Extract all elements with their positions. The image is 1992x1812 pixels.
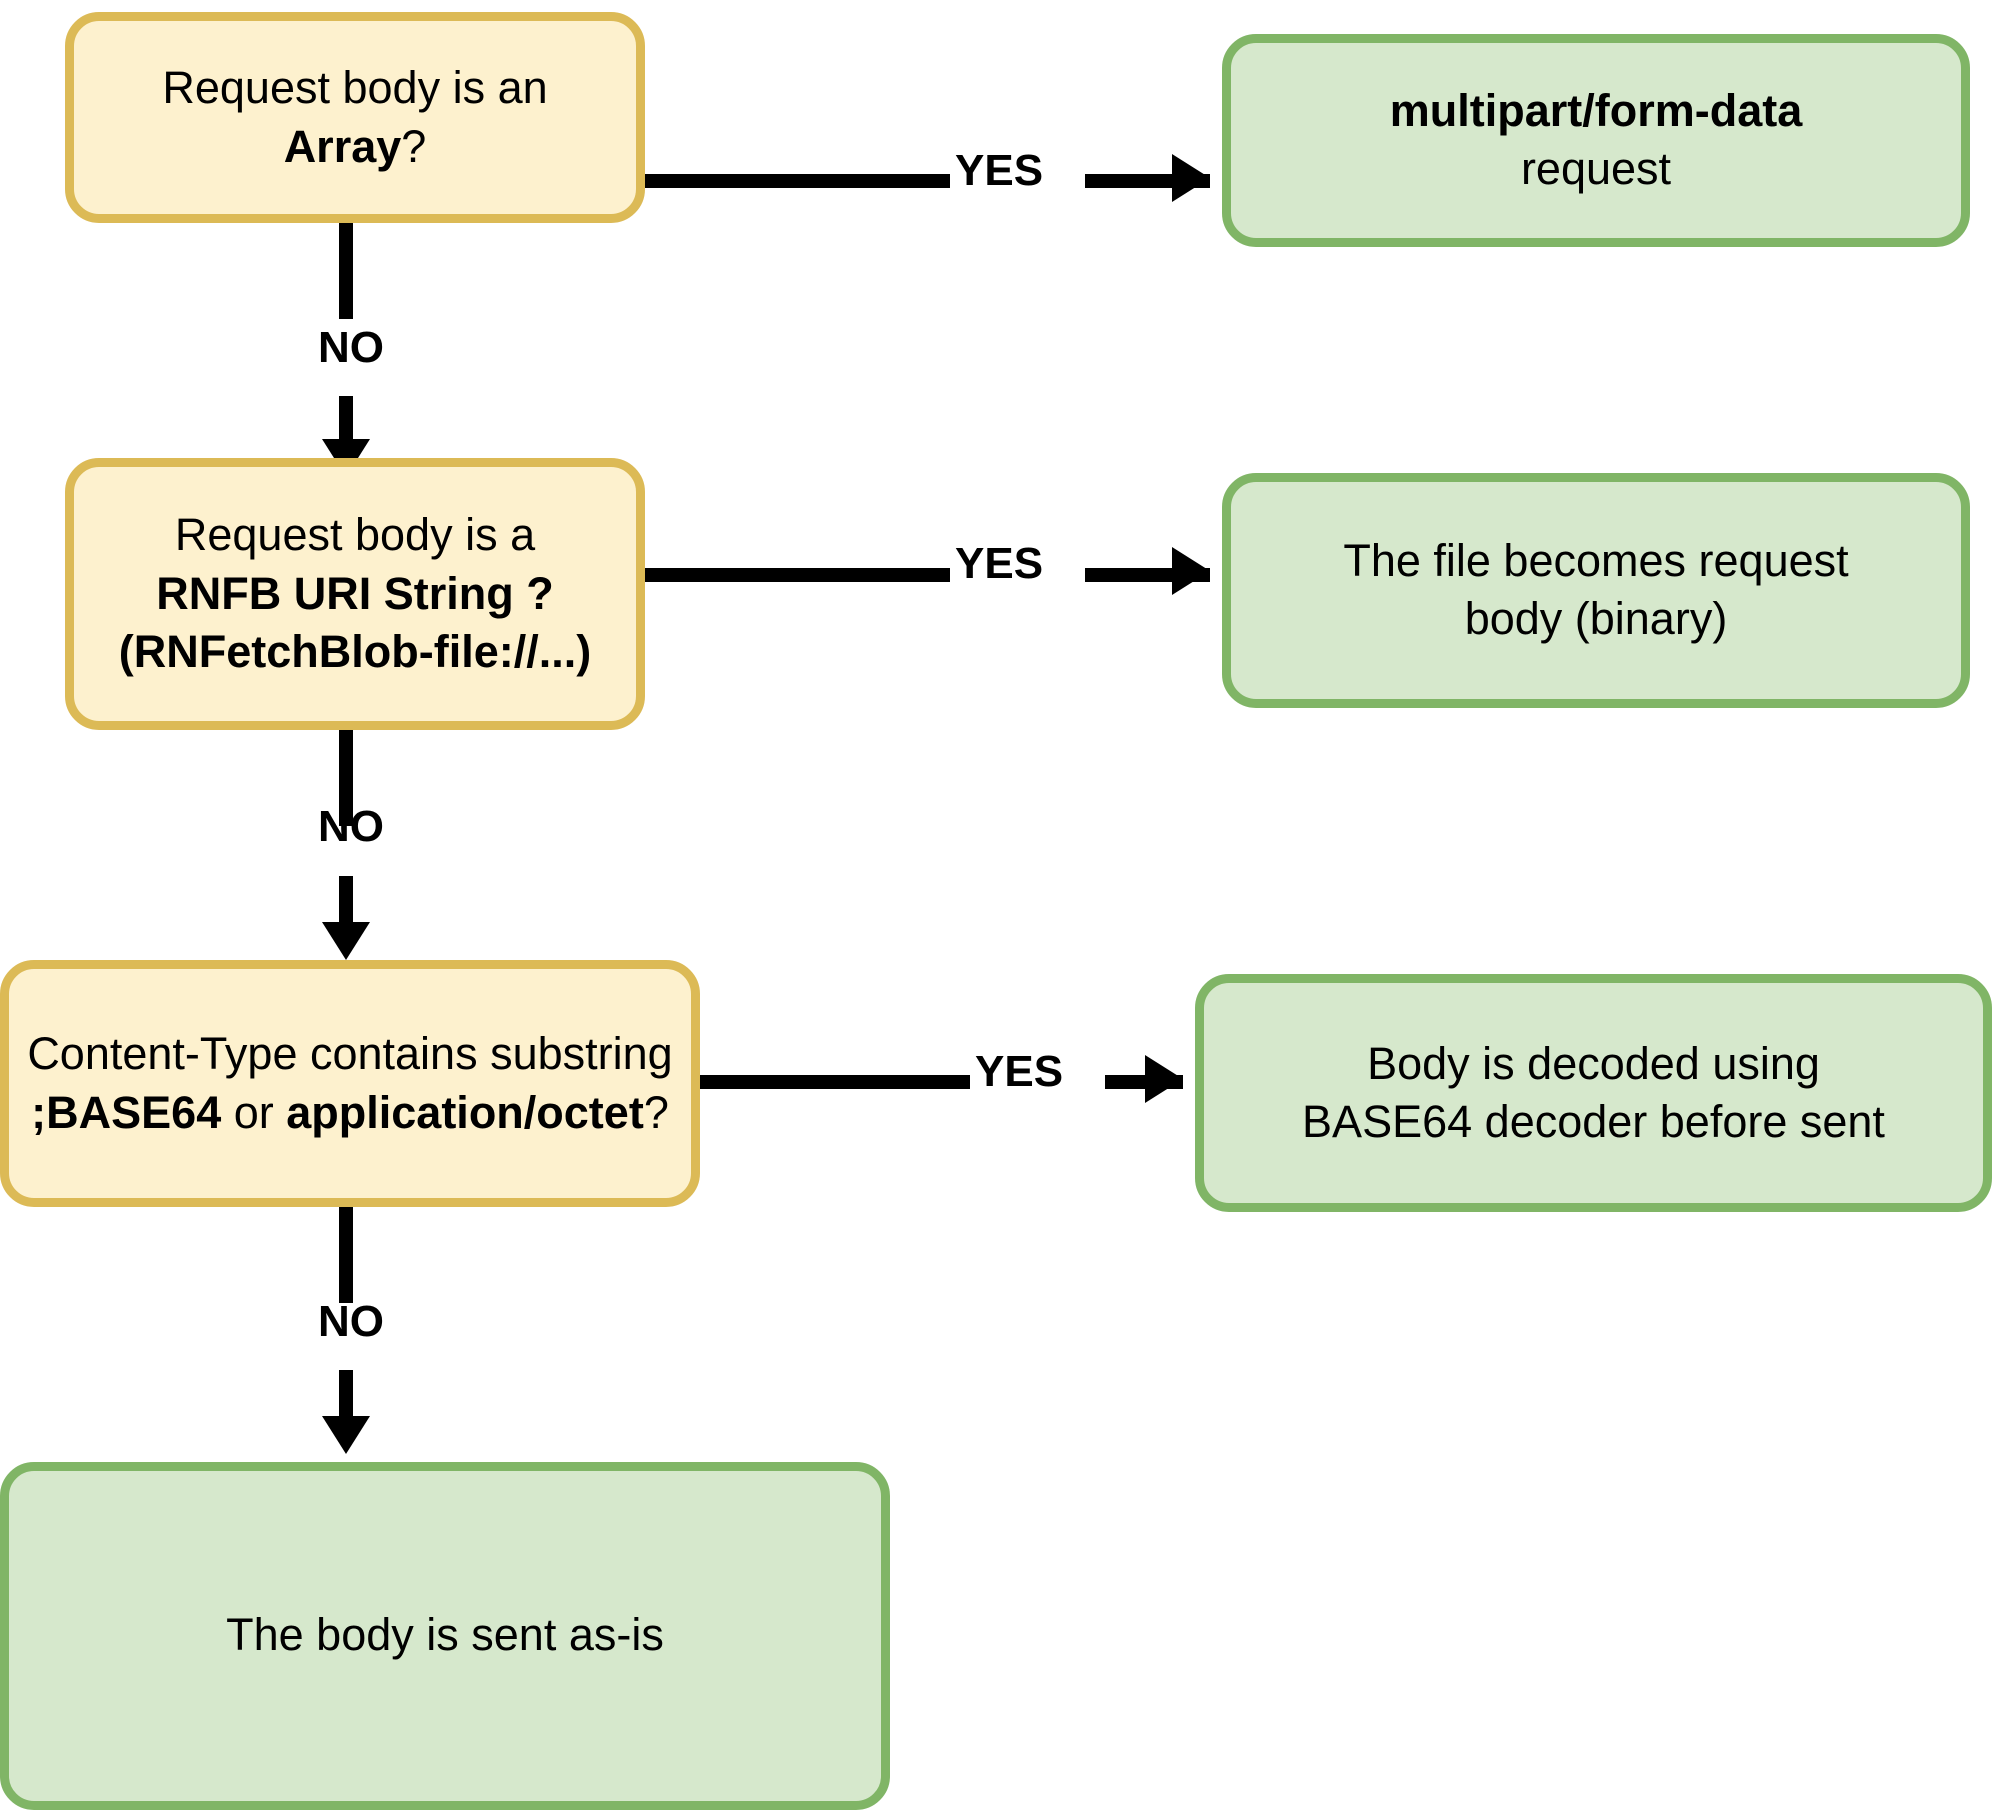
node-label: Request body is a RNFB URI String ? (RNFet…	[92, 506, 618, 682]
node-multipart-form-data[interactable]: multipart/form-data request	[1222, 33, 1970, 248]
node-text-plain: request	[1520, 143, 1672, 195]
node-text-plain: Request body is an	[162, 62, 548, 114]
edge-no-3-arrowhead	[322, 1416, 370, 1454]
node-text-bold: multipart/form-data	[1389, 84, 1803, 136]
edge-no-1-segment-b	[339, 396, 353, 447]
edge-label-yes-3: YES	[975, 1047, 1064, 1096]
edge-no-3-segment-b	[339, 1370, 353, 1425]
edge-yes-1-arrowhead	[1172, 153, 1210, 202]
node-text-bold: Array	[283, 120, 402, 172]
edge-label-no-3: NO	[318, 1296, 384, 1346]
edge-label-yes-1: YES	[955, 145, 1044, 195]
node-text-or: or	[221, 1086, 287, 1138]
edge-label-no-2: NO	[318, 802, 384, 852]
edge-no-2-segment-b	[339, 876, 353, 930]
node-text-bold-1: RNFB URI String ?	[156, 567, 554, 619]
node-label: multipart/form-data request	[1249, 82, 1943, 199]
node-text-bold-base64: ;BASE64	[31, 1086, 222, 1138]
node-label: The body is sent as-is	[226, 1609, 664, 1661]
node-text-tail: ?	[401, 120, 427, 172]
node-text-line2: body (binary)	[1464, 593, 1728, 645]
edge-label-yes-2: YES	[955, 539, 1044, 589]
edge-no-2-segment-a	[339, 729, 353, 826]
edge-no-1-segment-a	[339, 223, 353, 320]
edge-no-3-segment-a	[339, 1207, 353, 1304]
edge-no-2-arrowhead	[322, 921, 370, 960]
edge-yes-2-arrowhead	[1172, 547, 1210, 596]
edge-yes-1-segment-a	[645, 174, 950, 188]
node-text-plain: Request body is a	[174, 509, 536, 561]
edge-yes-3-segment-a	[700, 1075, 970, 1090]
node-text-line1: Body is decoded using	[1367, 1037, 1820, 1089]
node-label: The file becomes request body (binary)	[1249, 532, 1943, 649]
edge-yes-2-segment-a	[645, 567, 950, 582]
node-body-sent-as-is[interactable]: The body is sent as-is	[0, 1461, 890, 1810]
node-text-bold-octet: application/octet	[286, 1086, 644, 1138]
node-text-line1: The file becomes request	[1343, 534, 1849, 586]
node-request-body-is-rnfb-uri[interactable]: Request body is a RNFB URI String ? (RNFet…	[65, 458, 645, 730]
edge-yes-3-arrowhead	[1145, 1054, 1183, 1103]
node-label: Request body is an Array?	[92, 59, 618, 176]
node-label: Content-Type contains substring ;BASE64 o…	[27, 1025, 673, 1142]
node-text-tail: ?	[643, 1086, 669, 1138]
node-request-body-is-array[interactable]: Request body is an Array?	[65, 12, 645, 224]
node-text-line1: Content-Type contains substring	[27, 1028, 673, 1080]
edge-label-no-1: NO	[318, 323, 384, 373]
node-text-line2: BASE64 decoder before sent	[1302, 1096, 1885, 1148]
node-text-bold-2: (RNFetchBlob-file://...)	[118, 626, 592, 678]
node-file-becomes-request-body[interactable]: The file becomes request body (binary)	[1222, 472, 1970, 708]
node-content-type-contains-substring[interactable]: Content-Type contains substring ;BASE64 o…	[0, 960, 700, 1208]
